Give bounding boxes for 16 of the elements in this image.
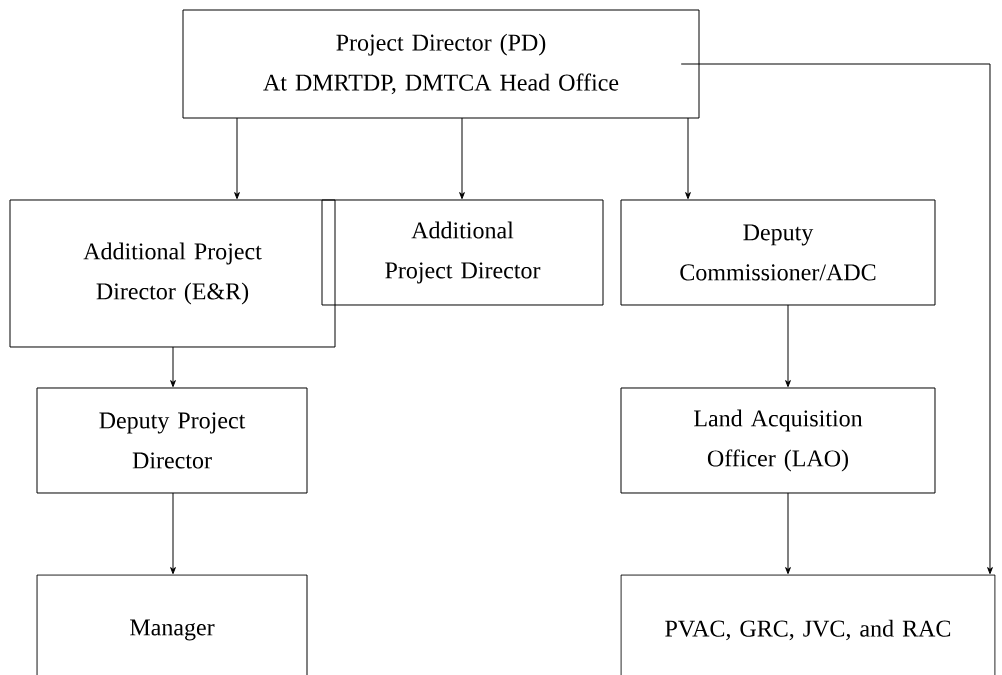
arrow (170, 492, 176, 575)
org-box: Deputy Commissioner/ADC (620, 199, 936, 306)
org-box: PVAC, GRC, JVC, and RAC (620, 574, 996, 675)
arrow (680, 63, 993, 575)
org-box: Project Director (PD) At DMRTDP, DMTCA Head Office (182, 9, 700, 119)
org-box: Deputy Project Director (36, 387, 308, 494)
org-box: Additional Project Director (321, 199, 604, 306)
arrow (685, 117, 691, 200)
arrow (170, 346, 176, 388)
org-box: Land Acquisition Officer (LAO) (620, 387, 936, 494)
arrow (785, 304, 791, 388)
arrow (459, 117, 465, 200)
arrow (234, 117, 240, 200)
org-box: Manager (36, 574, 308, 675)
arrow (785, 492, 791, 575)
org-box: Additional Project Director (E&R) (9, 199, 336, 348)
